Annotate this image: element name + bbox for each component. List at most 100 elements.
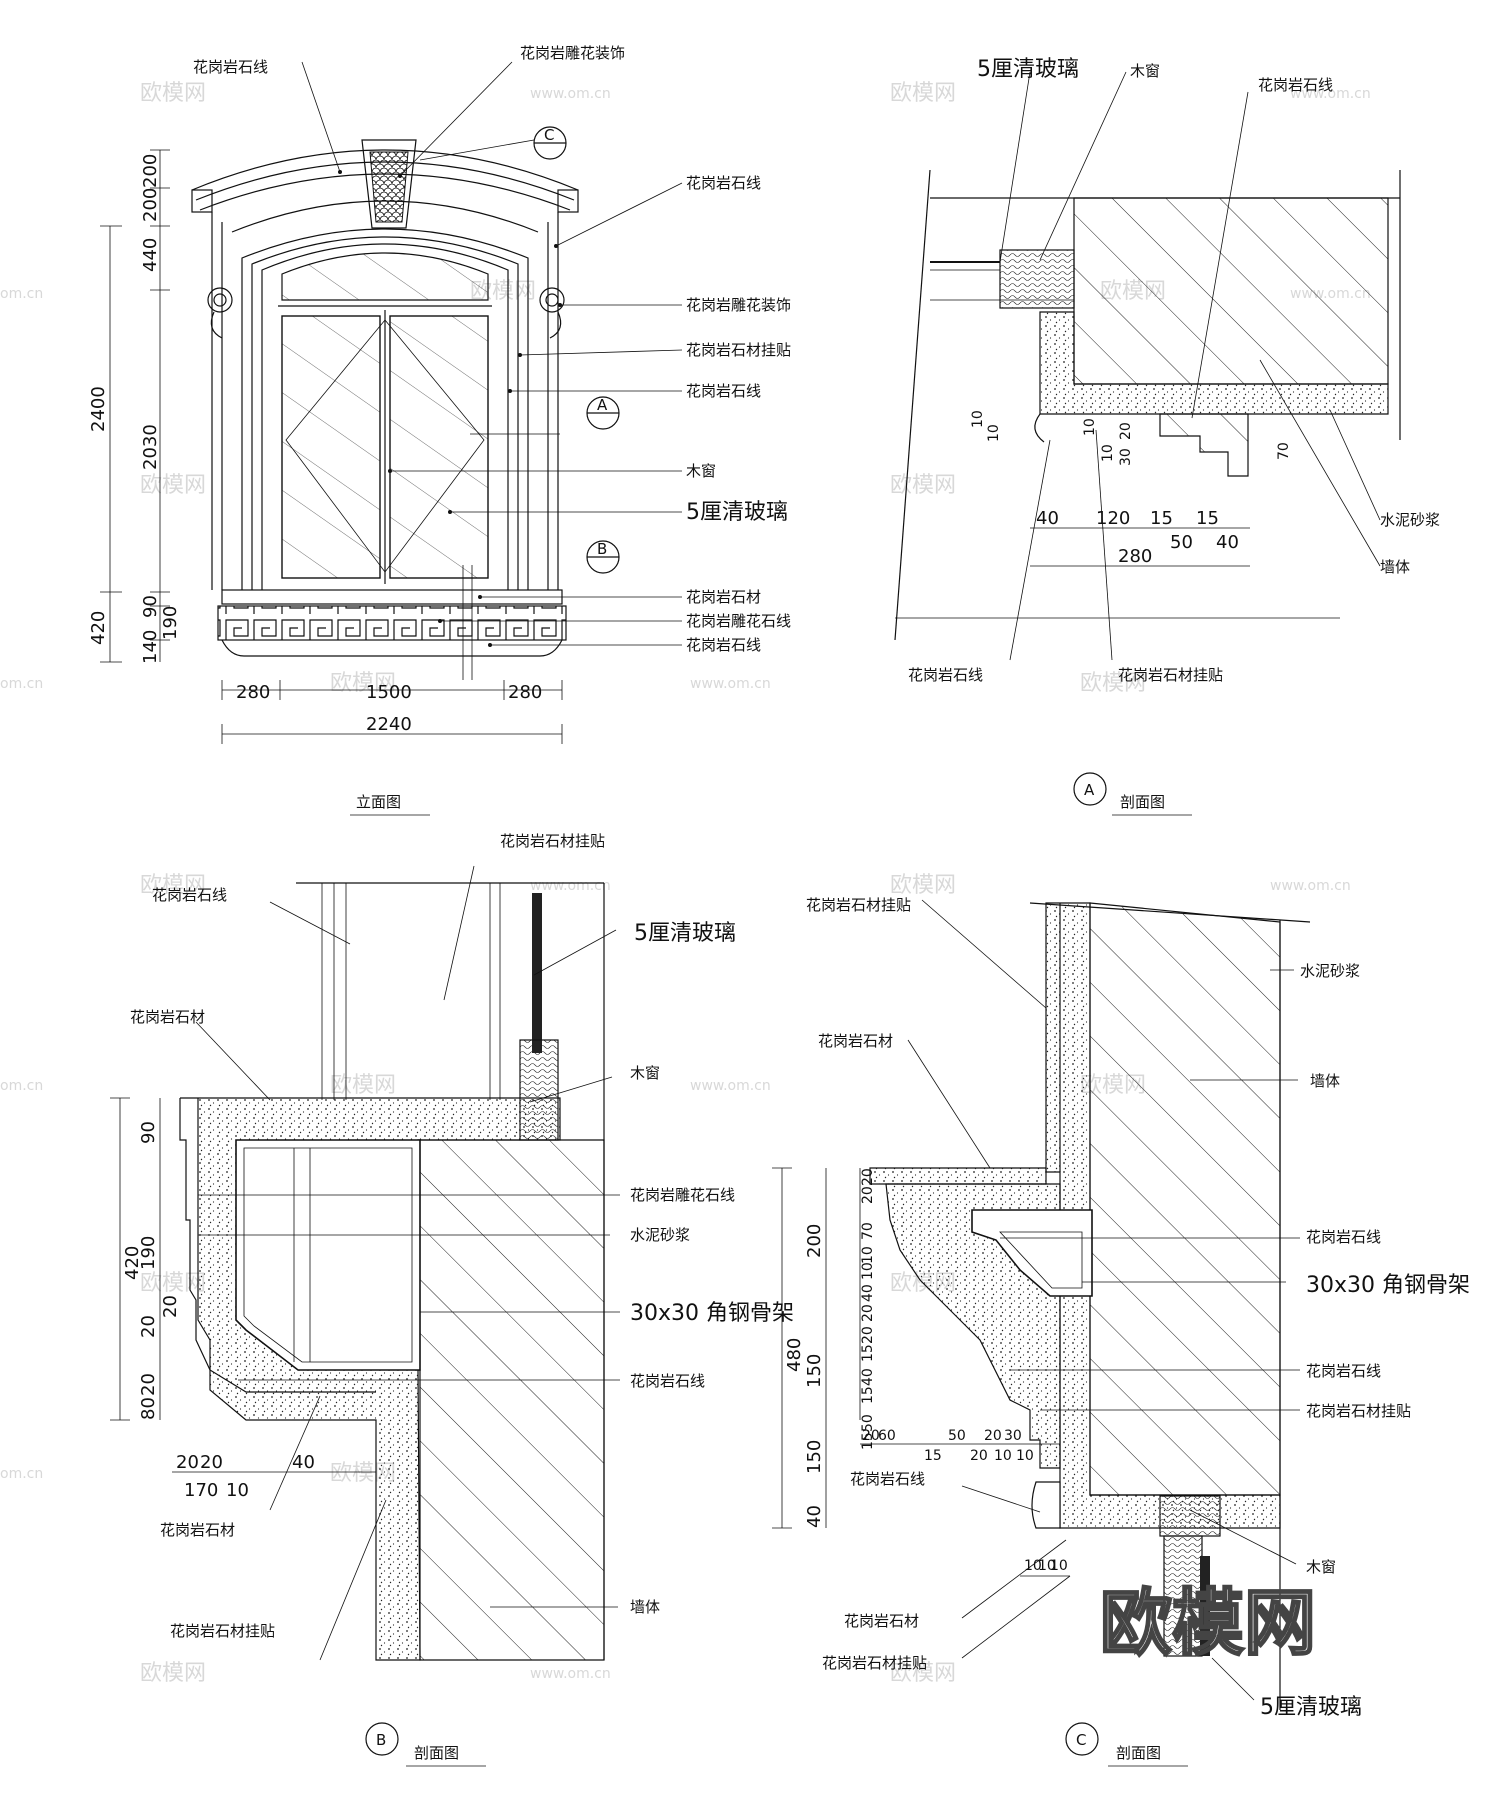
- dim-text: 280: [236, 682, 270, 703]
- watermark: 欧模网: [890, 1661, 956, 1686]
- label-granite-stone: 花岗岩石材: [686, 588, 761, 606]
- dim-text: 20: [860, 1186, 876, 1204]
- label-steel-frame: 30x30 角钢骨架: [630, 1301, 794, 1326]
- watermark-url: www.om.cn: [530, 1666, 611, 1682]
- label-granite-cladding: 花岗岩石材挂贴: [686, 341, 791, 359]
- watermark-url: www.om.cn: [530, 86, 611, 102]
- dim-text: 10: [986, 424, 1002, 442]
- section-b-view: 花岗岩石材挂贴 花岗岩石线 5厘清玻璃 花岗岩石材 木窗 花岗岩雕花石线 水泥砂…: [110, 832, 794, 1767]
- dim-text: 80: [138, 1397, 159, 1420]
- view-title: 剖面图: [414, 1744, 459, 1762]
- label-clear-glass: 5厘清玻璃: [977, 57, 1079, 82]
- label-granite-carved-line: 花岗岩雕花石线: [686, 612, 791, 630]
- watermark-url: om.cn: [0, 286, 43, 302]
- label-granite-carving: 花岗岩雕花装饰: [686, 296, 791, 314]
- view-title: 剖面图: [1120, 793, 1165, 811]
- watermark: 欧模网: [140, 1271, 206, 1296]
- label-granite-line: 花岗岩石线: [1258, 76, 1333, 94]
- dim-text: 15: [1150, 508, 1173, 529]
- dim-text: 20: [860, 1326, 876, 1344]
- dim-text: 60: [878, 1428, 896, 1444]
- dim-text: 10: [860, 1246, 876, 1264]
- dim-text: 200: [140, 154, 161, 188]
- watermark-url: www.om.cn: [690, 1078, 771, 1094]
- dim-text: 480: [784, 1338, 805, 1372]
- dim-text: 2240: [366, 714, 412, 735]
- dim-text: 15: [860, 1432, 876, 1450]
- watermark: 欧模网: [890, 873, 956, 898]
- dim-text: 20: [138, 1315, 159, 1338]
- section-marker: C: [1076, 1731, 1086, 1749]
- section-a-view: 5厘清玻璃 木窗 花岗岩石线 水泥砂浆 墙体 花岗岩石线 花岗岩石材挂贴 10 …: [894, 57, 1440, 816]
- dim-text: 170: [184, 1480, 218, 1501]
- watermark: 欧模网: [140, 1661, 206, 1686]
- dim-text: 20: [984, 1428, 1002, 1444]
- dim-text: 20: [200, 1452, 223, 1473]
- dim-text: 1500: [366, 682, 412, 703]
- dim-text: 70: [860, 1222, 876, 1240]
- watermark: 欧模网: [140, 81, 206, 106]
- label-granite-cladding: 花岗岩石材挂贴: [170, 1622, 275, 1640]
- dim-text: 10: [1100, 444, 1116, 462]
- dim-text: 10: [1038, 1558, 1056, 1574]
- dim-text: 200: [804, 1224, 825, 1258]
- label-steel-frame: 30x30 角钢骨架: [1306, 1273, 1470, 1298]
- dim-text: 20: [138, 1373, 159, 1396]
- section-marker: A: [1084, 781, 1095, 799]
- dim-text: 40: [860, 1368, 876, 1386]
- dim-text: 20: [1118, 422, 1134, 440]
- watermark: 欧模网: [330, 671, 396, 696]
- label-clear-glass: 5厘清玻璃: [634, 921, 736, 946]
- dim-text: 50: [860, 1414, 876, 1432]
- label-wood-window: 木窗: [686, 462, 716, 480]
- dim-text: 40: [1036, 508, 1059, 529]
- dim-text: 15: [860, 1344, 876, 1362]
- label-granite-line: 花岗岩石线: [152, 886, 227, 904]
- dim-text: 440: [140, 238, 161, 272]
- label-granite-line: 花岗岩石线: [908, 666, 983, 684]
- label-granite-cladding: 花岗岩石材挂贴: [806, 896, 911, 914]
- label-wall: 墙体: [1380, 558, 1410, 576]
- label-cement-mortar: 水泥砂浆: [1300, 962, 1360, 980]
- dim-text: 20: [176, 1452, 199, 1473]
- dim-text: 50: [1170, 532, 1193, 553]
- elevation-view: C A B 花岗岩石线 花岗岩雕花装饰 花岗岩石线 花岗岩雕花装饰 花岗岩: [88, 44, 791, 816]
- label-granite-line: 花岗岩石线: [1306, 1228, 1381, 1246]
- dim-text: 190: [160, 606, 181, 640]
- dim-text: 15: [924, 1448, 942, 1464]
- label-clear-glass: 5厘清玻璃: [1260, 1695, 1362, 1720]
- dim-text: 10: [1016, 1448, 1034, 1464]
- label-granite-line: 花岗岩石线: [850, 1470, 925, 1488]
- dim-text: 200: [140, 188, 161, 222]
- label-granite-stone: 花岗岩石材: [844, 1612, 919, 1630]
- dim-text: 40: [1216, 532, 1239, 553]
- watermark: 欧模网: [890, 473, 956, 498]
- dim-text: 40: [860, 1284, 876, 1302]
- rosette-right: [539, 287, 565, 339]
- dim-text: 20: [862, 1428, 880, 1444]
- dim-text: 20: [970, 1448, 988, 1464]
- label-wood-window: 木窗: [630, 1064, 660, 1082]
- dim-text: 150: [804, 1440, 825, 1474]
- watermark: 欧模网: [140, 473, 206, 498]
- dim-text: 70: [1276, 442, 1292, 460]
- dim-text: 15: [1196, 508, 1219, 529]
- section-marker: B: [597, 540, 607, 558]
- section-marker: B: [376, 1731, 386, 1749]
- watermark: 欧模网: [330, 1073, 396, 1098]
- label-cement-mortar: 水泥砂浆: [630, 1226, 690, 1244]
- dim-text: 30: [1118, 448, 1134, 466]
- section-marker: C: [544, 126, 554, 144]
- watermark-url: www.om.cn: [1270, 878, 1351, 894]
- label-granite-line: 花岗岩石线: [686, 636, 761, 654]
- dim-text: 2030: [140, 424, 161, 470]
- dim-text: 20: [860, 1304, 876, 1322]
- dim-text: 10: [226, 1480, 249, 1501]
- watermark-url: om.cn: [0, 1078, 43, 1094]
- dim-text: 150: [804, 1354, 825, 1388]
- dim-text: 10: [860, 1262, 876, 1280]
- label-granite-cladding: 花岗岩石材挂贴: [822, 1654, 927, 1672]
- dim-text: 120: [1096, 508, 1130, 529]
- section-marker: A: [597, 396, 608, 414]
- dim-text: 420: [88, 611, 109, 645]
